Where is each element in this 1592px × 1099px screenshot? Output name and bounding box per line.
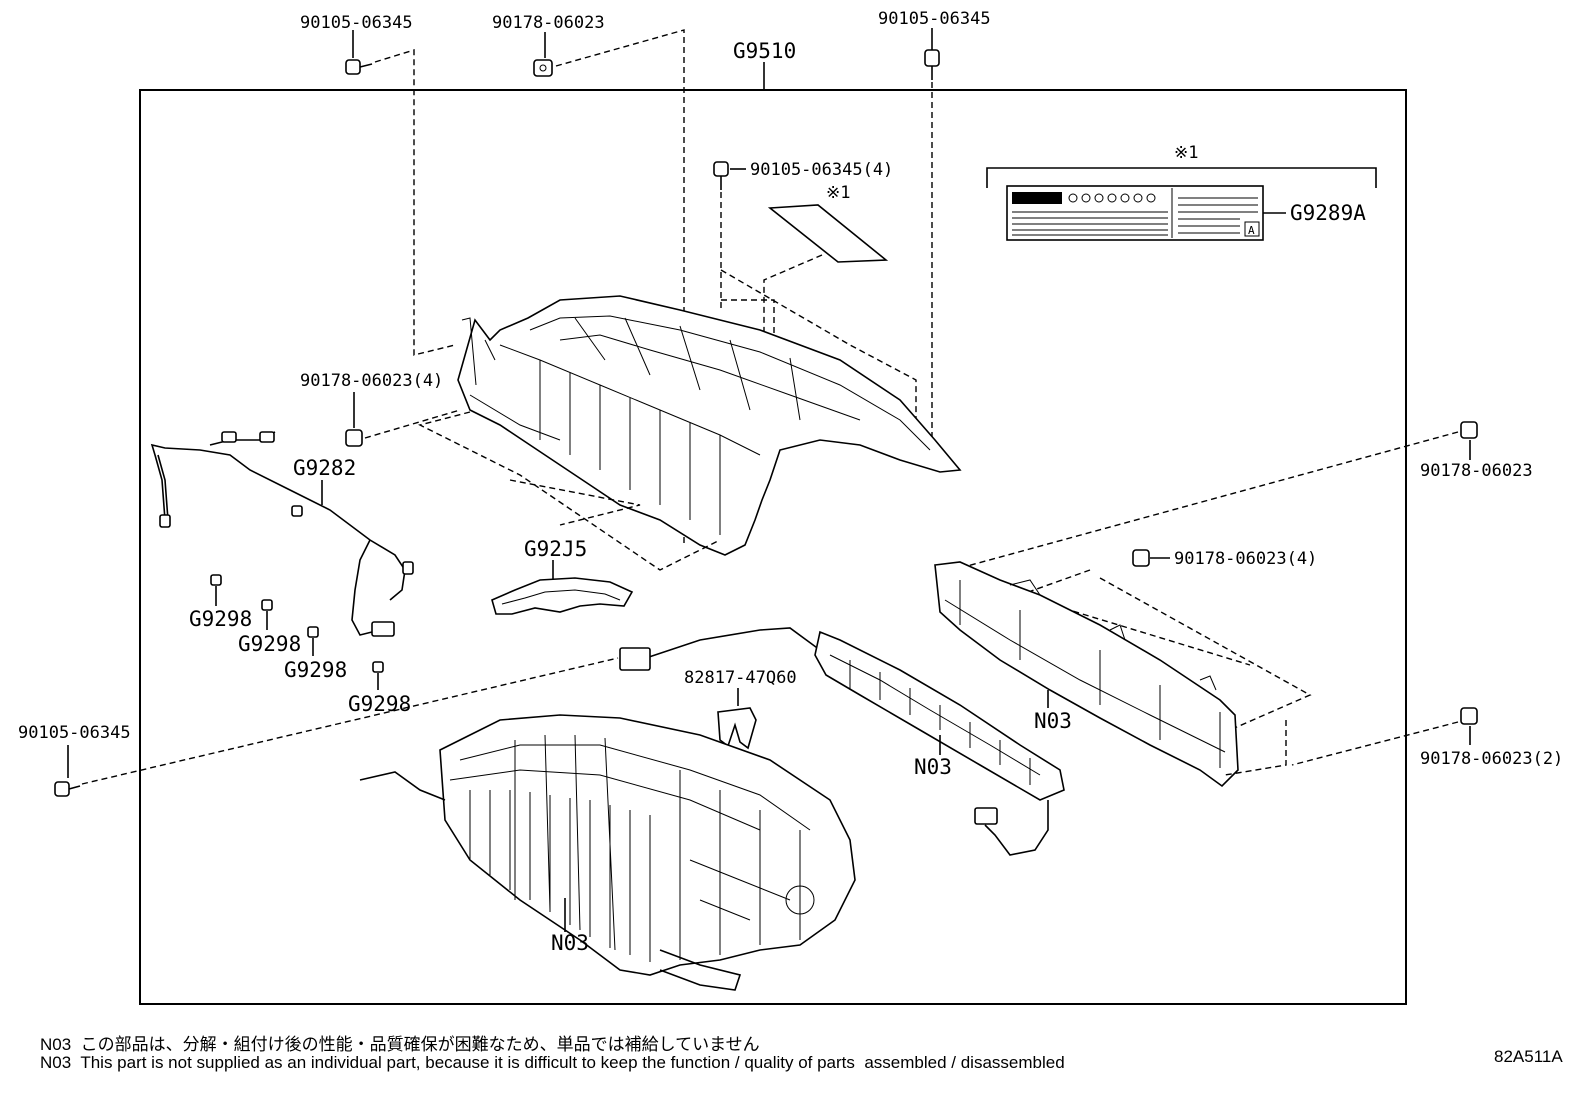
nut-right-top-icon <box>1460 421 1478 439</box>
upper-cover <box>457 295 962 556</box>
callout-mark-label: ※1 <box>1174 143 1198 163</box>
bolt-top-left-icon <box>345 59 373 75</box>
dashed-leader <box>418 411 721 571</box>
callout-bolt-top-right: 90105-06345 <box>878 9 991 29</box>
nut-top-center-icon <box>533 59 553 77</box>
callout-nut-right-mid: 90178-06023(4) <box>1174 549 1317 569</box>
callout-clamp-2: G9298 <box>238 632 301 656</box>
nut-right-mid-icon <box>1132 549 1150 567</box>
callout-warning-label: G9289A <box>1290 201 1366 225</box>
callout-bolt-cover: 90105-06345(4) <box>750 160 893 180</box>
diagram-id: 82A511A <box>1494 1047 1563 1066</box>
dashed-leader <box>1224 720 1287 776</box>
dashed-leader <box>364 409 461 439</box>
protective-plate <box>491 577 634 615</box>
dashed-leader <box>1099 577 1312 731</box>
label-bracket <box>986 167 1377 188</box>
nut-right-bottom-icon <box>1460 707 1478 725</box>
clamp-4-icon <box>372 661 384 673</box>
callout-nut-top-center: 90178-06023 <box>492 13 605 33</box>
dashed-leader <box>720 269 917 430</box>
callout-nut-bracket: 90178-06023(4) <box>300 371 443 391</box>
callout-clamp-1: G9298 <box>189 607 252 631</box>
callout-clamp-4: G9298 <box>348 692 411 716</box>
dashed-leader <box>81 657 619 785</box>
wire-harness <box>150 431 414 637</box>
insulation-sheet <box>767 204 889 263</box>
callout-bolt-top-left: 90105-06345 <box>300 13 413 33</box>
battery-stack <box>359 714 856 991</box>
dashed-leader <box>959 431 1459 569</box>
callout-plate: G92J5 <box>524 537 587 561</box>
callout-clamp-3: G9298 <box>284 658 347 682</box>
callout-wire-harness: G9282 <box>293 456 356 480</box>
callout-bus-bar: N03 <box>914 755 952 779</box>
temperature-sensor-icon <box>717 707 757 750</box>
callout-nut-right-top: 90178-06023 <box>1420 461 1533 481</box>
callout-battery-stack: N03 <box>551 931 589 955</box>
clamp-3-icon <box>307 626 319 638</box>
callout-sensor: 82817-47Q60 <box>684 668 797 688</box>
dashed-leader <box>763 254 823 360</box>
callout-mark-cover: ※1 <box>826 183 850 203</box>
clamp-2-icon <box>261 599 273 611</box>
callout-nut-right-bottom: 90178-06023(2) <box>1420 749 1563 769</box>
callout-bolt-left: 90105-06345 <box>18 723 131 743</box>
bolt-cover-icon <box>713 161 729 190</box>
bolt-top-right-icon <box>924 49 940 80</box>
battery-frame-right <box>934 561 1239 788</box>
bus-bar-module <box>619 627 1065 856</box>
bolt-left-icon <box>54 781 81 797</box>
callout-frame-right: N03 <box>1034 709 1072 733</box>
dashed-leader <box>1291 721 1459 766</box>
dashed-leader <box>555 29 685 545</box>
nut-bracket-icon <box>345 429 363 447</box>
dashed-leader <box>509 479 641 526</box>
footnote-japanese: N03 この部品は、分解・組付け後の性能・品質確保が困難なため、単品では補給して… <box>40 1035 760 1054</box>
assembly-frame <box>139 89 1407 1005</box>
clamp-1-icon <box>210 574 222 586</box>
label-badge: A <box>1248 224 1255 237</box>
footnote-english: N03 This part is not supplied as an indi… <box>40 1053 1065 1072</box>
assembly-label: G9510 <box>733 39 796 63</box>
dashed-leader <box>374 49 456 356</box>
warning-label: A <box>1006 185 1264 241</box>
